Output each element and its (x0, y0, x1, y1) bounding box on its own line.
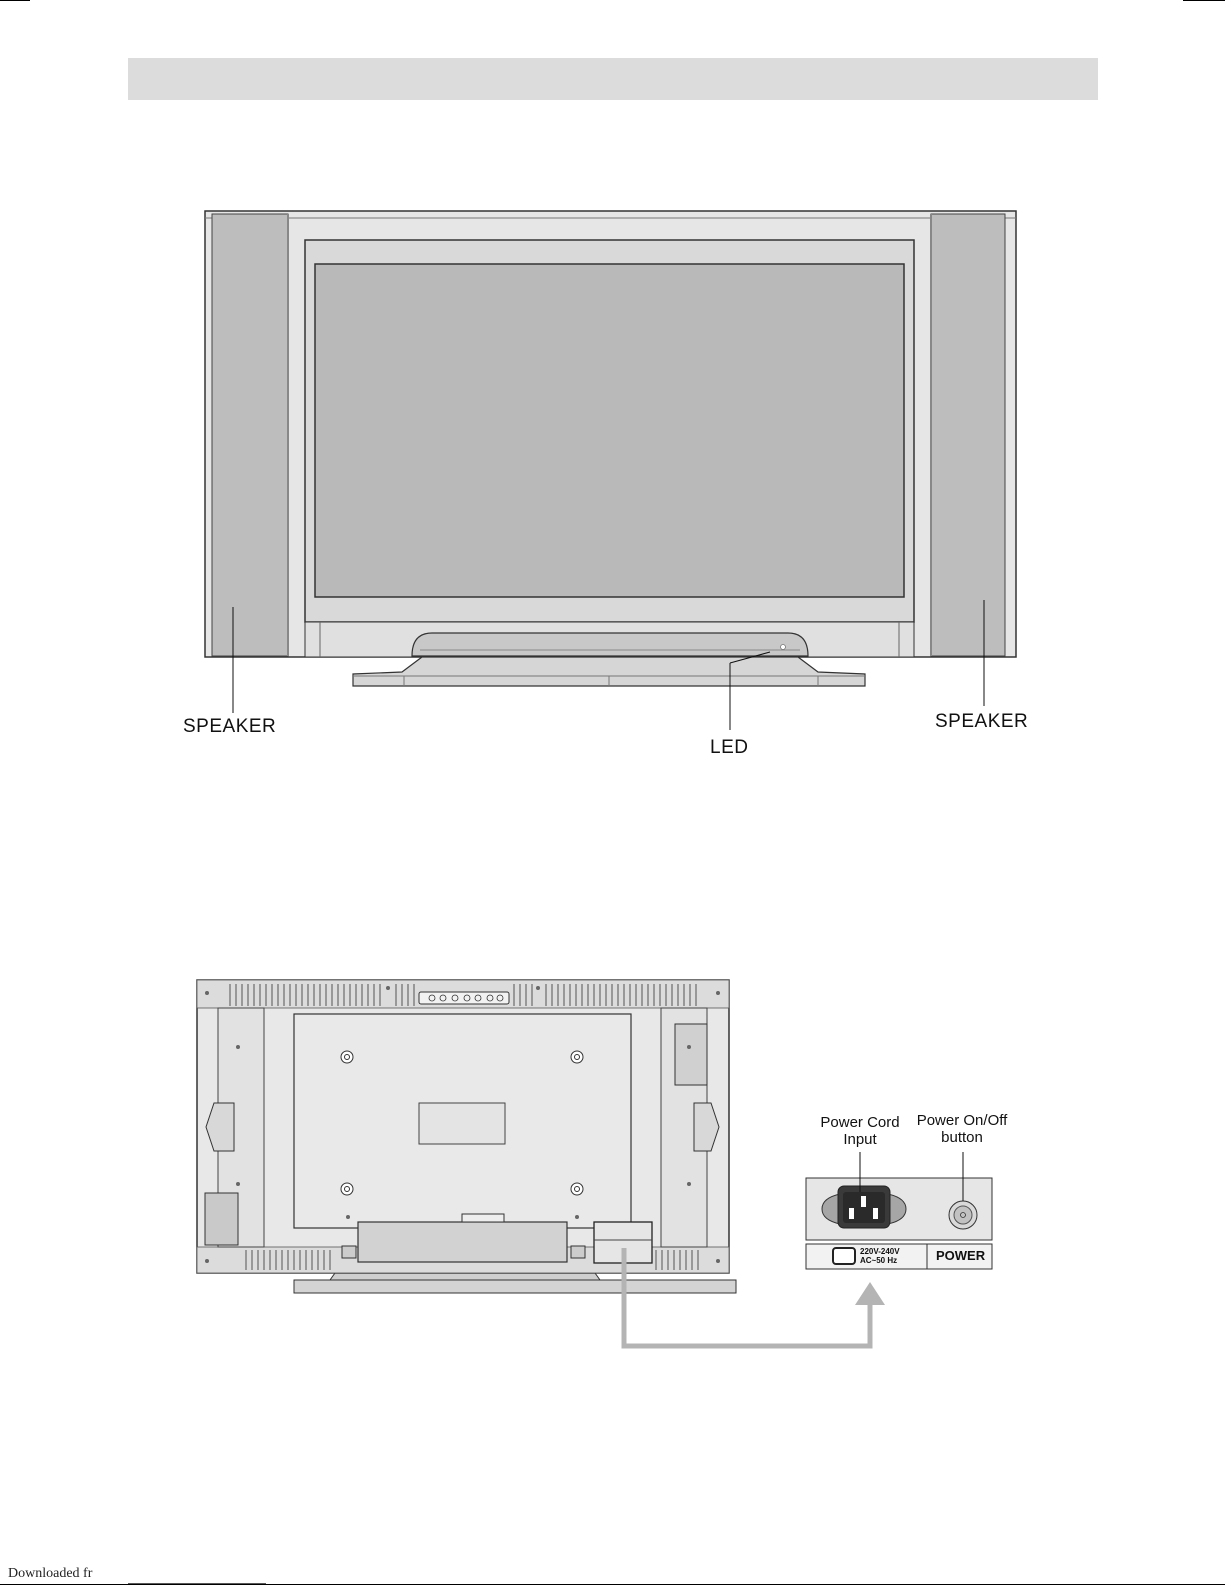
speaker-left (212, 214, 288, 656)
power-voltage-line2: AC~50 Hz (860, 1256, 900, 1265)
screen (315, 264, 904, 597)
tv-front-view-illustration (0, 0, 1225, 780)
footer-downloaded-text: Downloaded fr (8, 1566, 92, 1582)
rear-label-plate (419, 1103, 505, 1144)
led-indicator (781, 645, 786, 650)
power-label: POWER (936, 1248, 985, 1263)
stand-neck (412, 633, 808, 656)
speaker-right (931, 214, 1005, 656)
label-power-on-off-button: Power On/Off button (908, 1112, 1016, 1146)
rear-stand-base (294, 1280, 736, 1293)
label-speaker-right: SPEAKER (935, 711, 1028, 733)
connector-arrowhead (855, 1282, 885, 1305)
label-led: LED (710, 737, 748, 759)
label-power-cord-input: Power Cord Input (812, 1114, 908, 1148)
label-speaker-left: SPEAKER (183, 716, 276, 738)
rear-bottom-compartment (358, 1222, 567, 1262)
tv-rear-view-illustration (0, 960, 1225, 1360)
power-voltage-line1: 220V-240V (860, 1247, 900, 1256)
power-voltage-text: 220V-240V AC~50 Hz (860, 1247, 900, 1265)
